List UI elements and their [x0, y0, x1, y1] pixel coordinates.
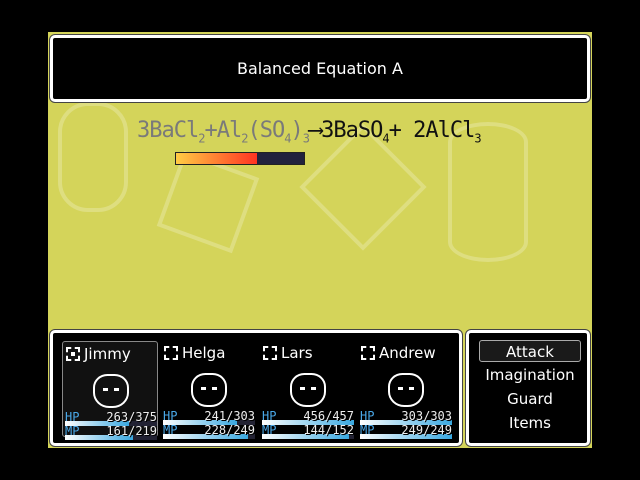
command-imagination[interactable]: Imagination: [485, 366, 575, 384]
equation-reactants: 3BaCl2+Al2(SO4)3: [137, 118, 310, 146]
command-attack[interactable]: Attack: [479, 340, 581, 362]
gauge-fill: [176, 153, 257, 164]
hp-bar: [262, 420, 354, 425]
actor-face-icon: [388, 373, 424, 407]
equation-products: 3BaSO4+ 2AlCl3: [321, 118, 481, 146]
actor-face-icon: [93, 374, 129, 408]
mp-bar: [163, 434, 255, 439]
battle-title: Balanced Equation A: [237, 59, 403, 78]
bg-shape: [156, 150, 260, 254]
hp-bar: [163, 420, 255, 425]
status-icon: [164, 346, 178, 360]
status-icon: [263, 346, 277, 360]
equation: 3BaCl2+Al2(SO4)3⟶3BaSO4+ 2AlCl3: [137, 118, 482, 146]
status-icon: [361, 346, 375, 360]
command-items[interactable]: Items: [509, 414, 551, 432]
bg-shape: [448, 122, 528, 262]
mp-bar: [262, 434, 354, 439]
mp-bar: [65, 435, 157, 440]
status-icon: [66, 347, 80, 361]
actor-face-icon: [191, 373, 227, 407]
actor-name: Lars: [263, 344, 313, 362]
command-guard[interactable]: Guard: [507, 390, 553, 408]
hp-bar: [65, 421, 157, 426]
actor-name: Helga: [164, 344, 225, 362]
actor-name: Andrew: [361, 344, 436, 362]
title-window: Balanced Equation A: [50, 35, 590, 102]
actor-face-icon: [290, 373, 326, 407]
enemy-gauge: [175, 152, 305, 165]
hp-bar: [360, 420, 452, 425]
actor-name: Jimmy: [66, 345, 131, 363]
equation-arrow: ⟶: [308, 118, 322, 143]
bg-shape: [58, 102, 128, 212]
mp-bar: [360, 434, 452, 439]
